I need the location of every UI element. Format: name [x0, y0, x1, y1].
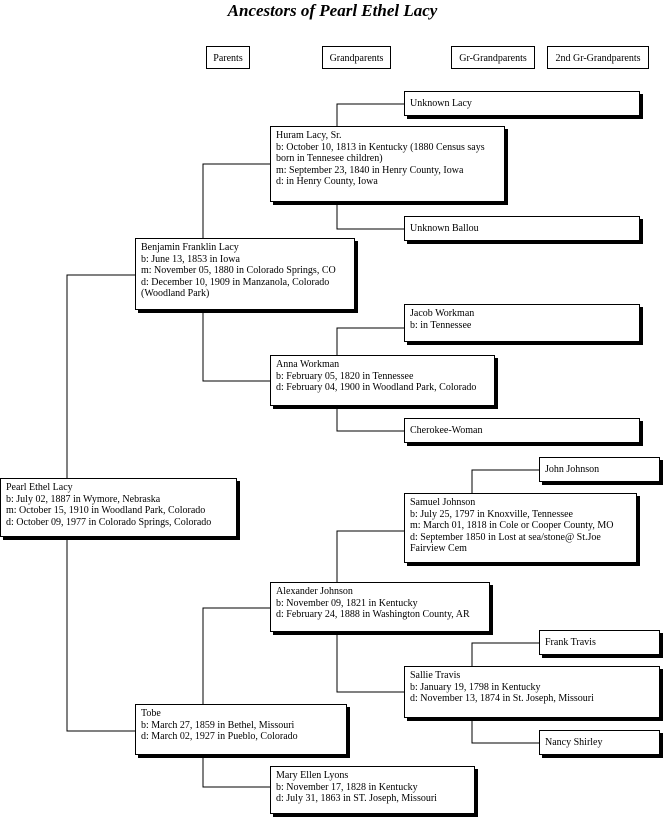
person-death: d: October 09, 1977 in Colorado Springs,…	[6, 516, 212, 528]
person-frank-travis[interactable]: Frank Travis	[539, 630, 660, 655]
person-name: Frank Travis	[545, 637, 596, 648]
person-name: Huram Lacy, Sr.	[276, 130, 342, 141]
person-name: Unknown Ballou	[410, 223, 479, 234]
person-sallie-travis[interactable]: Sallie Travis b: January 19, 1798 in Ken…	[404, 666, 660, 718]
person-pearl-ethel-lacy[interactable]: Pearl Ethel Lacy b: July 02, 1887 in Wym…	[0, 478, 237, 537]
header-gr-grandparents: Gr-Grandparents	[451, 46, 535, 69]
person-nancy-shirley[interactable]: Nancy Shirley	[539, 730, 660, 755]
person-name: Tobe	[141, 708, 161, 719]
person-samuel-johnson[interactable]: Samuel Johnson b: July 25, 1797 in Knoxv…	[404, 493, 637, 563]
chart-title: Ancestors of Pearl Ethel Lacy	[227, 1, 438, 20]
person-burial-note: Fairview Cem	[410, 543, 467, 554]
person-birth: b: March 27, 1859 in Bethel, Missouri	[141, 719, 295, 731]
person-name: Mary Ellen Lyons	[276, 770, 349, 781]
person-death: d: February 04, 1900 in Woodland Park, C…	[276, 382, 477, 393]
person-name: Nancy Shirley	[545, 737, 603, 748]
person-marriage: m: October 15, 1910 in Woodland Park, Co…	[6, 505, 206, 516]
person-anna-workman[interactable]: Anna Workman b: February 05, 1820 in Ten…	[270, 355, 495, 406]
person-death-note: (Woodland Park)	[141, 288, 210, 299]
person-benjamin-franklin-lacy[interactable]: Benjamin Franklin Lacy b: June 13, 1853 …	[135, 238, 355, 310]
person-death: d: September 1850 in Lost at sea/stone@ …	[410, 531, 601, 543]
person-death: d: December 10, 1909 in Manzanola, Color…	[141, 276, 330, 288]
person-birth: b: July 02, 1887 in Wymore, Nebraska	[6, 493, 161, 505]
person-unknown-ballou[interactable]: Unknown Ballou	[404, 216, 640, 241]
person-name: John Johnson	[545, 464, 600, 475]
person-name: Alexander Johnson	[276, 586, 353, 597]
person-name: Unknown Lacy	[410, 98, 472, 109]
person-marriage: m: March 01, 1818 in Cole or Cooper Coun…	[410, 520, 614, 531]
person-marriage: m: September 23, 1840 in Henry County, I…	[276, 164, 464, 176]
person-birth: b: January 19, 1798 in Kentucky	[410, 681, 541, 693]
person-name: Benjamin Franklin Lacy	[141, 242, 239, 253]
person-alexander-johnson[interactable]: Alexander Johnson b: November 09, 1821 i…	[270, 582, 490, 632]
person-death: d: in Henry County, Iowa	[276, 176, 378, 187]
person-birth-note: born in Tennesee children)	[276, 153, 383, 164]
person-unknown-lacy[interactable]: Unknown Lacy	[404, 91, 640, 116]
person-death: d: November 13, 1874 in St. Joseph, Miss…	[410, 693, 594, 704]
person-birth: b: November 17, 1828 in Kentucky	[276, 781, 418, 793]
person-death: d: February 24, 1888 in Washington Count…	[276, 609, 470, 620]
person-jacob-workman[interactable]: Jacob Workman b: in Tennessee	[404, 304, 640, 342]
person-birth: b: February 05, 1820 in Tennessee	[276, 370, 414, 382]
person-name: Jacob Workman	[410, 308, 475, 319]
header-parents: Parents	[206, 46, 250, 69]
person-birth: b: June 13, 1853 in Iowa	[141, 253, 240, 265]
person-name: Pearl Ethel Lacy	[6, 482, 73, 493]
person-birth: b: in Tennessee	[410, 319, 472, 331]
person-birth: b: November 09, 1821 in Kentucky	[276, 597, 418, 609]
person-tobe[interactable]: Tobe b: March 27, 1859 in Bethel, Missou…	[135, 704, 347, 755]
person-name: Cherokee-Woman	[410, 425, 483, 436]
person-name: Anna Workman	[276, 359, 340, 370]
person-death: d: July 31, 1863 in ST. Joseph, Missouri	[276, 793, 437, 804]
person-john-johnson[interactable]: John Johnson	[539, 457, 660, 482]
person-birth: b: July 25, 1797 in Knoxville, Tennessee	[410, 508, 573, 520]
person-huram-lacy-sr[interactable]: Huram Lacy, Sr. b: October 10, 1813 in K…	[270, 126, 505, 202]
person-cherokee-woman[interactable]: Cherokee-Woman	[404, 418, 640, 443]
header-2nd-gr-grandparents: 2nd Gr-Grandparents	[547, 46, 649, 69]
header-grandparents: Grandparents	[322, 46, 391, 69]
person-mary-ellen-lyons[interactable]: Mary Ellen Lyons b: November 17, 1828 in…	[270, 766, 475, 814]
person-birth: b: October 10, 1813 in Kentucky (1880 Ce…	[276, 141, 485, 153]
person-name: Samuel Johnson	[410, 497, 476, 508]
person-marriage: m: November 05, 1880 in Colorado Springs…	[141, 265, 336, 276]
person-name: Sallie Travis	[410, 670, 461, 681]
person-death: d: March 02, 1927 in Pueblo, Colorado	[141, 731, 298, 742]
